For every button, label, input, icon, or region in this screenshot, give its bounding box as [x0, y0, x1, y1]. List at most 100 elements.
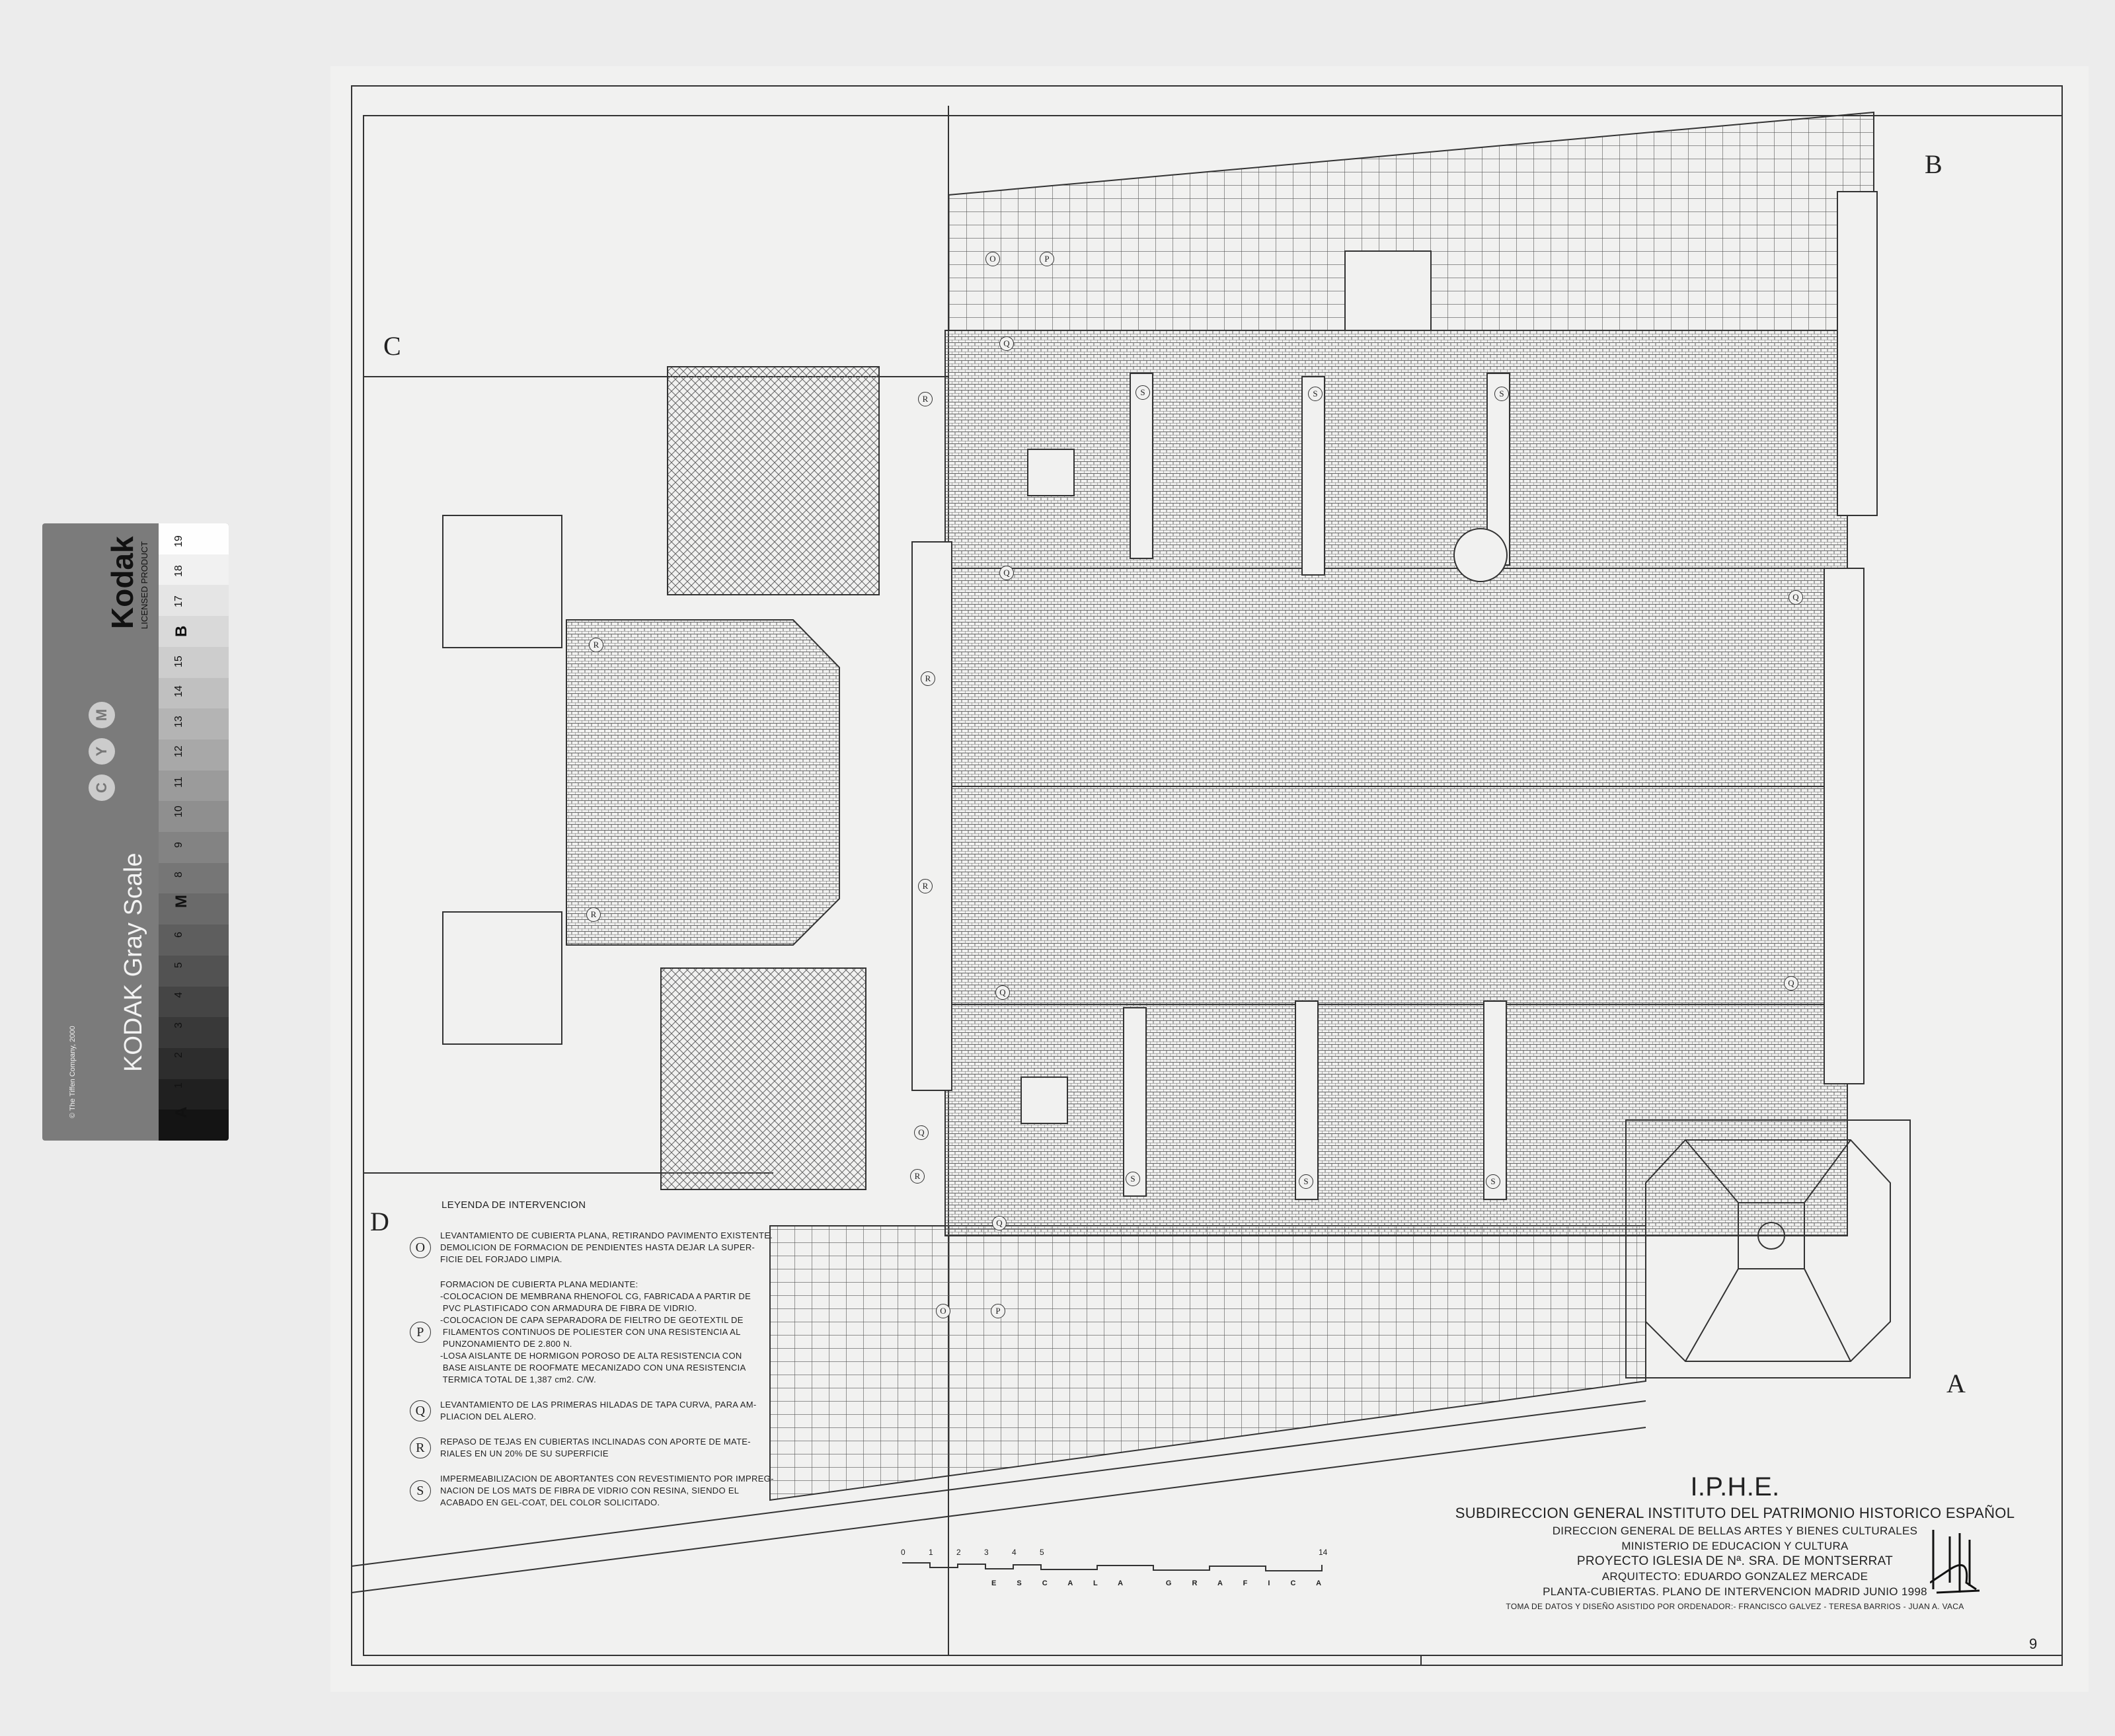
licensed-product: LICENSED PRODUCT: [139, 541, 149, 629]
marker-q: Q: [410, 1400, 431, 1421]
gray-patch: [159, 646, 229, 678]
scale-number: 17: [173, 595, 184, 607]
scale-number: 19: [173, 535, 184, 547]
scale-label: E S C A L A G R A F I C A: [991, 1579, 1331, 1587]
kodak-logo: Kodak: [105, 536, 139, 629]
legend-text: FORMACION DE CUBIERTA PLANA MEDIANTE: -C…: [440, 1279, 751, 1384]
gray-patch: [159, 708, 229, 739]
gray-patch: [159, 1110, 229, 1141]
cym-dot-m: M: [89, 702, 115, 728]
gray-patch: [159, 832, 229, 863]
plan-marker-r: R: [589, 638, 603, 652]
marker-o: O: [410, 1237, 431, 1258]
scale-tick-label: 4: [1012, 1548, 1017, 1557]
marker-s: S: [410, 1480, 431, 1501]
apse-roof: [566, 619, 840, 946]
plan-marker-r: R: [921, 671, 935, 686]
legend-item-q: Q LEVANTAMIENTO DE LAS PRIMERAS HILADAS D…: [370, 1399, 833, 1423]
plan-marker-q: Q: [1784, 976, 1798, 991]
title-credits: TOMA DE DATOS Y DISEÑO ASISTIDO POR ORDE…: [1506, 1602, 1964, 1611]
legend-text: LEVANTAMIENTO DE CUBIERTA PLANA, RETIRAN…: [440, 1230, 773, 1264]
scale-number: 11: [173, 776, 184, 788]
legend-title: LEYENDA DE INTERVENCION: [442, 1199, 586, 1211]
title-project: PROYECTO IGLESIA DE Nª. SRA. DE MONTSERR…: [1576, 1554, 1894, 1568]
title-direction: DIRECCION GENERAL DE BELLAS ARTES Y BIEN…: [1552, 1525, 1918, 1537]
corner-label-a: A: [1946, 1369, 1966, 1398]
bell-tower: [1625, 1119, 1911, 1378]
gray-patch: [159, 1017, 229, 1048]
courtyard-north: [667, 366, 880, 595]
scale-number: 13: [173, 715, 184, 728]
gray-patch: [159, 770, 229, 802]
gray-patch: [159, 862, 229, 894]
scale-number: 6: [173, 932, 184, 938]
scale-number: 15: [173, 655, 184, 667]
scale-tick-label: 5: [1040, 1548, 1044, 1557]
gray-patch: [159, 893, 229, 925]
flat-roof-south: [769, 1225, 1646, 1501]
title-institution: SUBDIRECCION GENERAL INSTITUTO DEL PATRI…: [1455, 1505, 2015, 1521]
gray-patch: [159, 1047, 229, 1079]
plan-marker-s: S: [1299, 1174, 1313, 1189]
plan-marker-r: R: [918, 392, 933, 406]
plan-marker-q: Q: [995, 985, 1010, 1000]
plan-marker-q: Q: [914, 1125, 929, 1140]
card-title: KODAK Gray Scale: [120, 852, 147, 1072]
plan-marker-q: Q: [992, 1216, 1007, 1230]
plan-marker-s: S: [1126, 1172, 1140, 1186]
title-plan: PLANTA-CUBIERTAS. PLANO DE INTERVENCION …: [1543, 1585, 1927, 1598]
scale-tick-label: 2: [956, 1548, 961, 1557]
corner-label-d: D: [370, 1207, 389, 1236]
scale-number: 18: [173, 565, 184, 577]
graphic-scale: [902, 1562, 1323, 1571]
marker-p: P: [410, 1322, 431, 1343]
gray-patch: [159, 585, 229, 617]
scale-number: A: [173, 1106, 190, 1118]
plan-marker-r: R: [918, 879, 933, 893]
corner-label-b: B: [1925, 149, 1942, 179]
gray-patch: [159, 616, 229, 647]
intervention-legend: LEYENDA DE INTERVENCION O LEVANTAMIENTO D…: [370, 1199, 833, 1522]
plan-marker-s: S: [1135, 385, 1150, 400]
scale-number: 3: [173, 1022, 184, 1028]
legend-text: LEVANTAMIENTO DE LAS PRIMERAS HILADAS DE…: [440, 1400, 757, 1421]
sheet-number: 9: [2029, 1636, 2038, 1652]
scale-number: B: [173, 625, 190, 637]
gray-patch: [159, 955, 229, 987]
scale-number: 1: [173, 1082, 184, 1088]
title-block: I.P.H.E. SUBDIRECCION GENERAL INSTITUTO …: [1408, 1470, 2062, 1614]
gray-scale-strip: [159, 523, 229, 1141]
corner-label-c: C: [383, 331, 401, 361]
plan-marker-p: P: [991, 1304, 1005, 1318]
title-ministry: MINISTERIO DE EDUCACION Y CULTURA: [1621, 1540, 1849, 1552]
plan-marker-s: S: [1308, 387, 1323, 401]
plan-marker-q: Q: [1788, 590, 1803, 605]
scale-tick-label: 0: [901, 1548, 905, 1557]
gray-patch: [159, 801, 229, 833]
plan-marker-r: R: [586, 907, 601, 922]
gray-patch: [159, 1078, 229, 1110]
scale-number: 14: [173, 685, 184, 697]
scale-number: 2: [173, 1052, 184, 1058]
scale-number: 8: [173, 872, 184, 878]
gray-patch: [159, 739, 229, 771]
gray-patch: [159, 677, 229, 709]
gray-patch: [159, 986, 229, 1018]
courtyard-south: [660, 967, 866, 1190]
legend-item-p: P FORMACION DE CUBIERTA PLANA MEDIANTE: -…: [370, 1279, 833, 1386]
plan-marker-o: O: [936, 1304, 950, 1318]
inner-frame: [363, 115, 2063, 1656]
plan-marker-q: Q: [999, 336, 1014, 351]
scale-number: M: [173, 894, 190, 908]
architect-signature: [1930, 1530, 1980, 1594]
gray-patch: [159, 523, 229, 554]
scale-number: 5: [173, 962, 184, 968]
legend-text: REPASO DE TEJAS EN CUBIERTAS INCLINADAS …: [440, 1437, 751, 1458]
plan-marker-p: P: [1040, 252, 1054, 266]
legend-text: IMPERMEABILIZACION DE ABORTANTES CON REV…: [440, 1474, 774, 1507]
gray-patch: [159, 925, 229, 956]
plan-marker-s: S: [1486, 1174, 1500, 1189]
title-acronym: I.P.H.E.: [1690, 1472, 1780, 1501]
